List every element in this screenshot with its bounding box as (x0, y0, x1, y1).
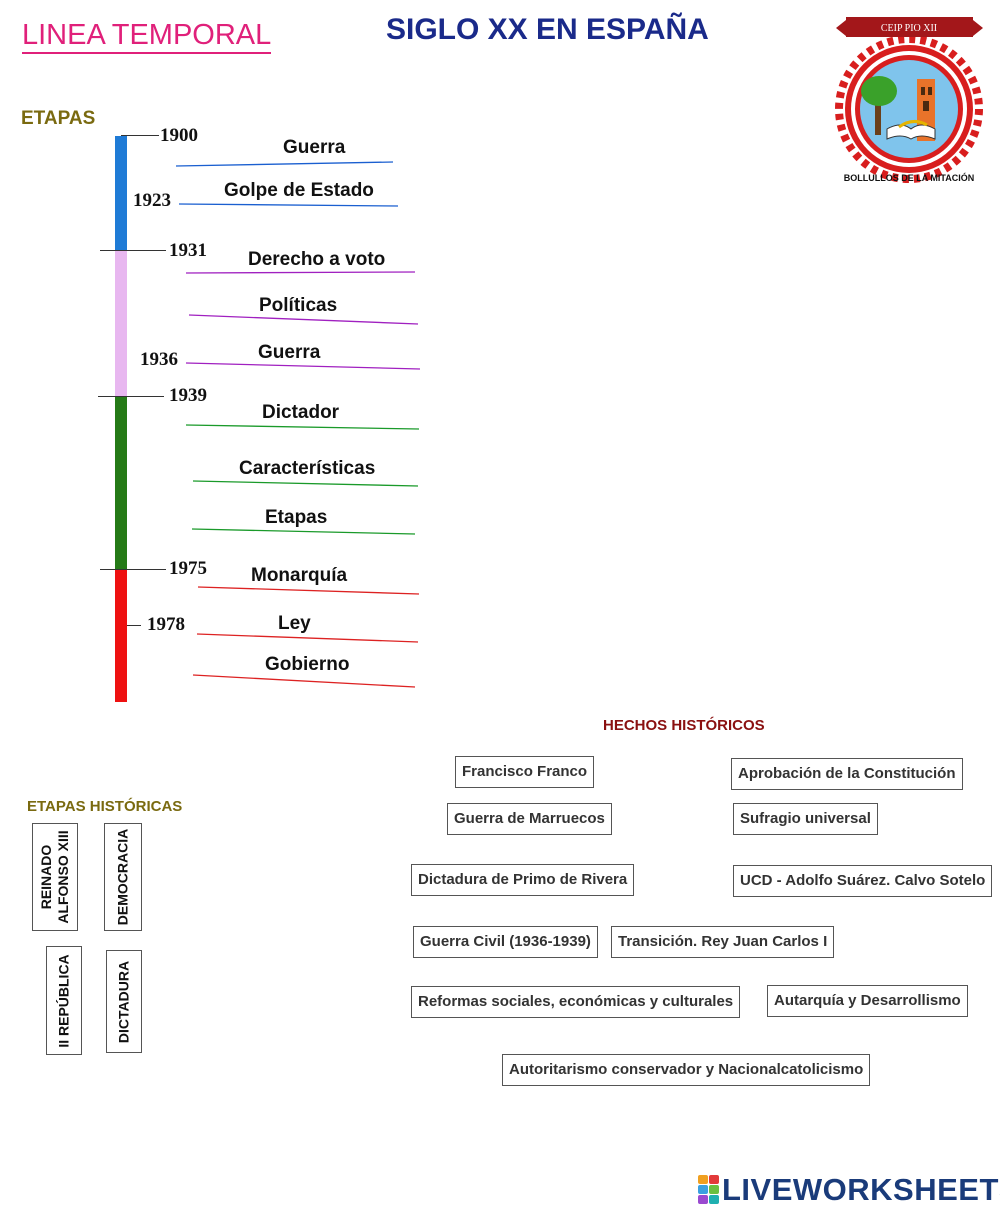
year-label: 1936 (140, 349, 178, 370)
etapas-historicas-heading: ETAPAS HISTÓRICAS (27, 798, 183, 815)
answer-line[interactable] (197, 586, 420, 595)
hecho-card[interactable]: Autoritarismo conservador y Nacionalcato… (502, 1054, 871, 1086)
answer-line[interactable] (175, 161, 394, 167)
etapa-label-line: REINADO (38, 844, 54, 910)
school-logo: CEIP PIO XII BOLLULLOS DE LA MITACIÓN (835, 17, 983, 183)
event-label: Monarquía (251, 565, 348, 586)
event-label: Características (239, 458, 376, 479)
answer-line[interactable] (192, 480, 419, 487)
year-label: 1931 (169, 240, 207, 261)
answer-line[interactable] (185, 362, 421, 370)
hecho-card[interactable]: Aprobación de la Constitución (731, 758, 963, 790)
page-subtitle: SIGLO XX EN ESPAÑA (386, 13, 709, 46)
logo-banner-text: CEIP PIO XII (881, 23, 937, 34)
answer-lines (175, 161, 421, 688)
timeline-segment-dictadura (115, 396, 127, 569)
event-label: Guerra (283, 137, 346, 158)
hechos-heading: HECHOS HISTÓRICOS (603, 717, 765, 734)
hecho-card[interactable]: Francisco Franco (455, 756, 595, 788)
year-label: 1900 (160, 125, 198, 146)
event-label: Ley (278, 613, 311, 634)
timeline-segment-alfonso (115, 136, 127, 250)
etapa-card-dictadura[interactable]: DICTADURA (106, 950, 142, 1053)
answer-line[interactable] (196, 633, 419, 643)
etapa-card-label: II REPÚBLICA (55, 953, 72, 1048)
etapa-card-democracia[interactable]: DEMOCRACIA (104, 823, 142, 931)
hecho-card[interactable]: Autarquía y Desarrollismo (767, 985, 968, 1017)
answer-line[interactable] (185, 271, 416, 274)
liveworksheets-brand: LIVEWORKSHEETS (722, 1172, 1000, 1207)
hecho-card[interactable]: Guerra Civil (1936-1939) (413, 926, 598, 958)
year-label: 1978 (147, 614, 185, 635)
event-label: Gobierno (265, 654, 350, 675)
tick-1975 (100, 569, 166, 570)
etapa-card-label: REINADO ALFONSO XIII (38, 830, 72, 923)
year-label: 1923 (133, 190, 171, 211)
tick-1900 (121, 135, 159, 136)
answer-line[interactable] (178, 203, 399, 207)
answer-line[interactable] (192, 674, 416, 688)
hecho-card[interactable]: Sufragio universal (733, 803, 878, 835)
answer-line[interactable] (191, 528, 416, 535)
event-label: Golpe de Estado (224, 180, 374, 201)
event-label: Políticas (259, 295, 338, 316)
event-label: Dictador (262, 402, 340, 423)
hecho-card[interactable]: UCD - Adolfo Suárez. Calvo Sotelo (733, 865, 993, 897)
etapa-card-republica[interactable]: II REPÚBLICA (46, 946, 82, 1055)
etapa-label-line: ALFONSO XIII (55, 830, 71, 924)
etapa-card-label: DEMOCRACIA (114, 828, 131, 926)
timeline-segment-democracia (115, 569, 127, 702)
event-label: Derecho a voto (248, 249, 386, 270)
etapa-card-reinado[interactable]: REINADO ALFONSO XIII (32, 823, 78, 931)
timeline-heading: ETAPAS (21, 108, 96, 129)
timeline-segment-republica (115, 250, 127, 396)
event-label: Etapas (265, 507, 328, 528)
hecho-card[interactable]: Reformas sociales, económicas y cultural… (411, 986, 741, 1018)
year-label: 1975 (169, 558, 207, 579)
liveworksheets-logo-icon (698, 1175, 719, 1204)
etapa-card-label: DICTADURA (115, 960, 132, 1043)
page-title: LINEA TEMPORAL (22, 18, 272, 54)
hecho-card[interactable]: Dictadura de Primo de Rivera (411, 864, 635, 896)
hecho-card[interactable]: Guerra de Marruecos (447, 803, 612, 835)
event-label: Guerra (258, 342, 321, 363)
answer-line[interactable] (188, 314, 419, 325)
answer-line[interactable] (185, 424, 420, 430)
year-label: 1939 (169, 385, 207, 406)
hecho-card[interactable]: Transición. Rey Juan Carlos I (611, 926, 835, 958)
tick-1931 (100, 250, 166, 251)
tick-1939 (98, 396, 164, 397)
tick-1978 (127, 625, 141, 626)
logo-caption: BOLLULLOS DE LA MITACIÓN (844, 172, 975, 183)
